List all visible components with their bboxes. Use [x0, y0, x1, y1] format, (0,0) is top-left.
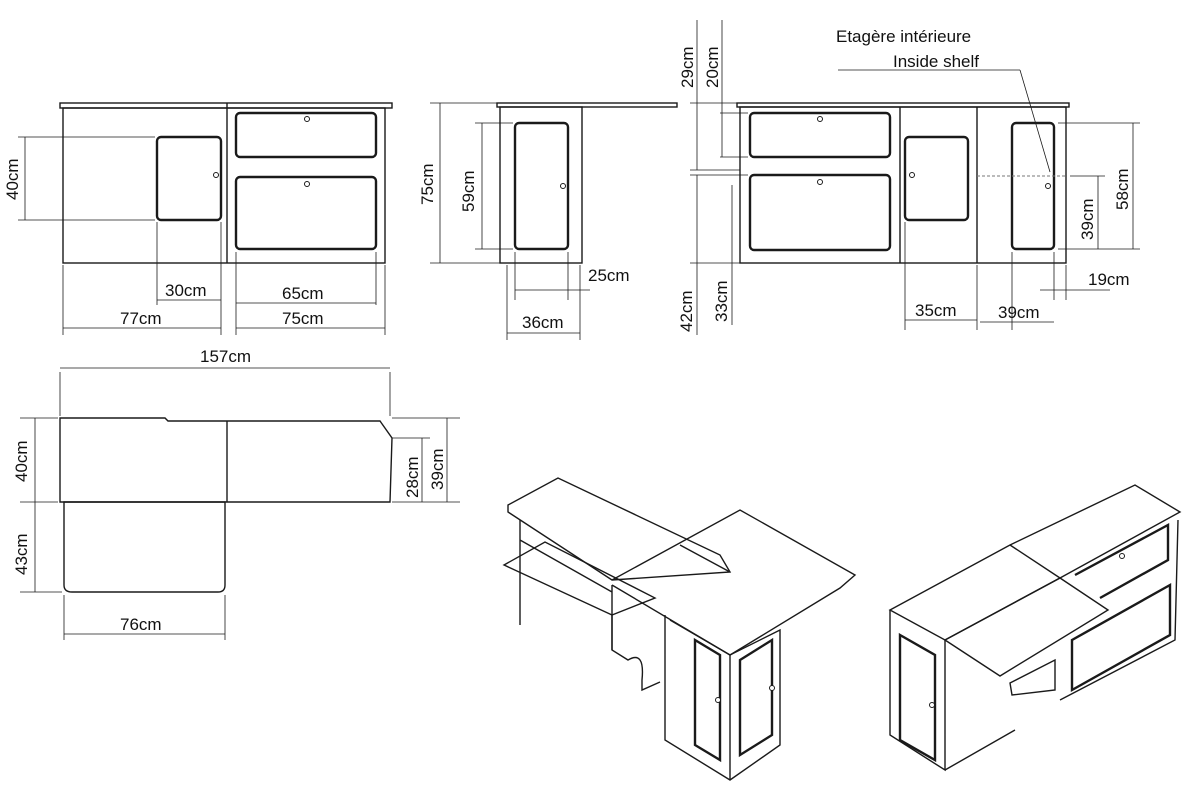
- dim-back-right-width: 39cm: [998, 303, 1040, 322]
- dim-edge: 19cm: [1088, 270, 1130, 289]
- dim-door-offset: 25cm: [588, 266, 630, 285]
- label-shelf-fr: Etagère intérieure: [836, 27, 971, 46]
- dim-drawer-width: 65cm: [282, 284, 324, 303]
- dim-depth: 36cm: [522, 313, 564, 332]
- isometric-view-closed: [888, 484, 1182, 772]
- dim-top-depth: 40cm: [12, 440, 31, 482]
- dim-left-width: 77cm: [120, 309, 162, 328]
- dim-door-width: 30cm: [165, 281, 207, 300]
- dim-drawer-height: 20cm: [703, 46, 722, 88]
- dim-lower-drawer: 33cm: [712, 280, 731, 322]
- dim-door-height: 40cm: [3, 158, 22, 200]
- dim-mid-width: 35cm: [915, 301, 957, 320]
- dim-notch-b: 39cm: [428, 448, 447, 490]
- dim-shelf-height: 39cm: [1078, 198, 1097, 240]
- label-shelf-en: Inside shelf: [893, 52, 979, 71]
- dim-ext-width: 76cm: [120, 615, 162, 634]
- side-view: 75cm 59cm 25cm 36cm: [418, 102, 678, 340]
- dim-total-width: 157cm: [200, 347, 251, 366]
- back-view: Etagère intérieure Inside shelf 29cm 20c…: [677, 20, 1140, 335]
- dim-notch-a: 28cm: [403, 456, 422, 498]
- dim-lower-height: 42cm: [677, 290, 696, 332]
- isometric-view-open: [502, 477, 857, 781]
- dim-side-door-height: 59cm: [459, 170, 478, 212]
- dim-total-height: 75cm: [418, 163, 437, 205]
- front-view: 40cm 30cm 77cm 65cm 75cm: [3, 102, 393, 335]
- dim-back-door-height: 58cm: [1113, 168, 1132, 210]
- dim-extension: 43cm: [12, 533, 31, 575]
- top-view: 157cm 40cm 43cm 76cm 28cm 39cm: [12, 347, 460, 640]
- dim-right-width: 75cm: [282, 309, 324, 328]
- dim-top-gap: 29cm: [678, 46, 697, 88]
